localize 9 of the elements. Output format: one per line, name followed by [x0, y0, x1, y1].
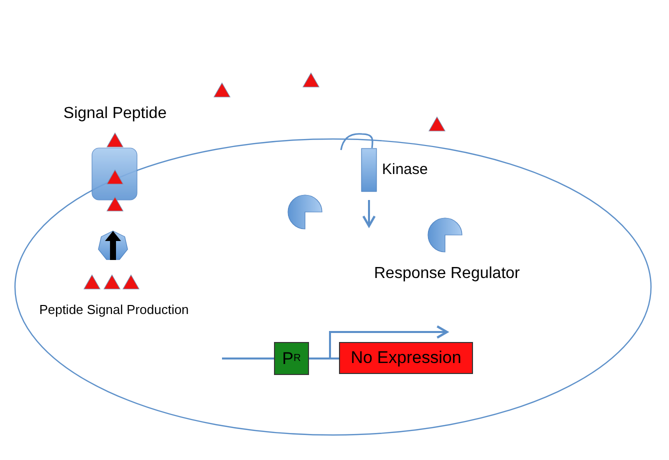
receptor-label: Signal Peptide	[62, 105, 168, 123]
kinase-label: Kinase	[382, 161, 428, 178]
production-label: Peptide Signal Production	[38, 302, 190, 317]
regulator-label: Response Regulator	[374, 265, 520, 283]
dna-line	[222, 358, 274, 360]
gene-box: No Expression	[339, 342, 473, 374]
dna-line	[309, 358, 339, 360]
arrow	[329, 325, 448, 358]
arrow	[362, 200, 376, 228]
